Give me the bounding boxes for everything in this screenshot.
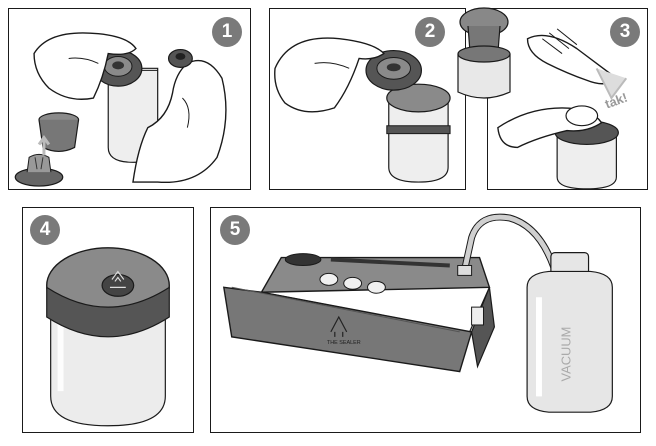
step-2-number: 2 [424, 21, 436, 42]
step-3-badge: 3 [610, 17, 640, 47]
step-4-panel: 4 [22, 207, 194, 433]
step-5-panel: 5 THE SEALER VACUUM [210, 207, 641, 433]
step-5-container-label: VACUUM [559, 327, 574, 382]
step-1-number: 1 [221, 21, 233, 42]
step-2-floating-cap [457, 7, 511, 99]
step-1-badge: 1 [212, 17, 242, 47]
step-5-brand-label: THE SEALER [327, 340, 361, 346]
step-3-illustration: tak! [497, 28, 630, 189]
step-4-badge: 4 [30, 215, 60, 245]
step-2-illustration [274, 37, 451, 183]
step-1-illustration [14, 32, 227, 187]
step-5-badge: 5 [220, 215, 250, 245]
step-4-number: 4 [39, 219, 51, 240]
step-5-number: 5 [229, 219, 241, 240]
step-3-number: 3 [619, 21, 631, 42]
step-3-sound-label: tak! [603, 90, 630, 112]
step-4-illustration [46, 247, 170, 427]
step-5-illustration: THE SEALER VACUUM [222, 213, 613, 413]
step-1-panel: 1 [8, 8, 251, 190]
step-2-panel: 2 [269, 8, 466, 190]
step-2-badge: 2 [415, 17, 445, 47]
step-3-panel: 3 tak! [487, 8, 648, 190]
